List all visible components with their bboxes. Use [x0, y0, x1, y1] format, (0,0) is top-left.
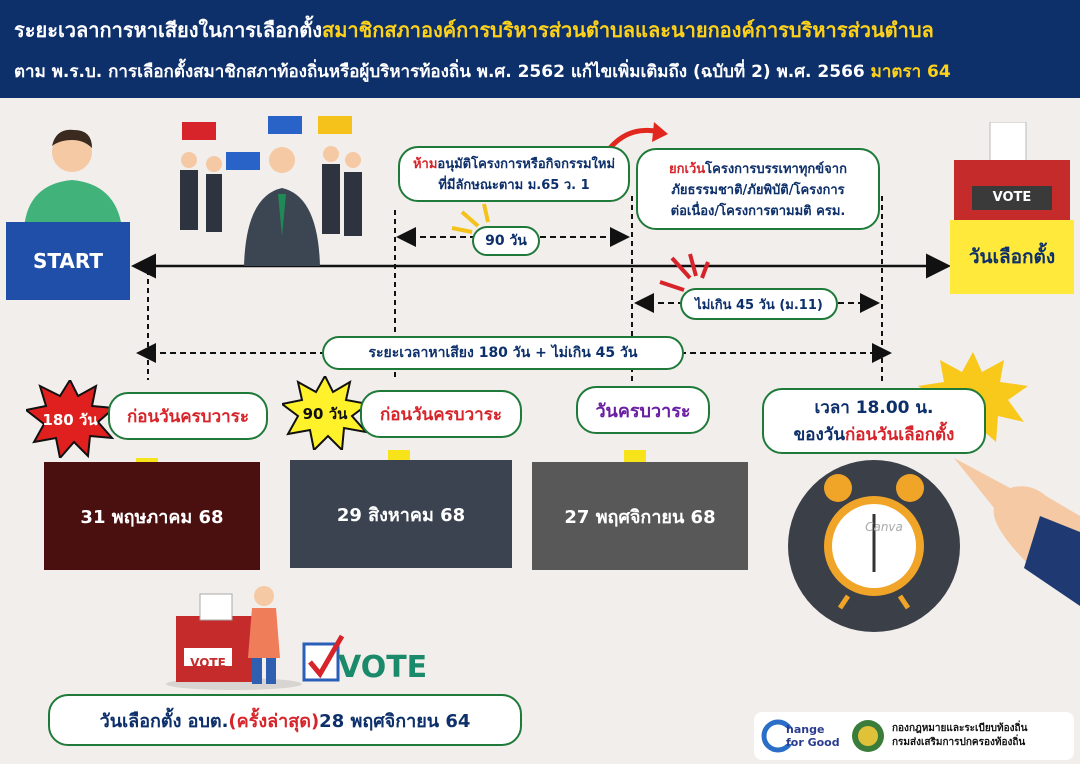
footer-ballot-label: VOTE — [190, 656, 226, 670]
department-seal-icon — [852, 720, 884, 752]
title-highlight: สมาชิกสภาองค์การบริหารส่วนตำบลและนายกองค… — [322, 18, 934, 42]
change-for-good-logo-icon — [761, 719, 796, 753]
logo1-line2: for Good — [786, 736, 840, 749]
election-day-box: วันเลือกตั้ง — [950, 220, 1074, 294]
title-prefix: ระยะเวลาการหาเสียงในการเลือกตั้ง — [14, 18, 323, 42]
deadline-line2: ของวันก่อนวันเลือกตั้ง — [794, 421, 955, 448]
clock-caption: Canva — [865, 520, 903, 534]
except-text: โครงการบรรเทาทุกข์จาก — [705, 161, 847, 177]
milestone-date-2: 29 สิงหาคม 68 — [290, 460, 512, 568]
prohibit-line1: ห้ามอนุมัติโครงการหรือกิจกรรมใหม่ — [413, 153, 615, 174]
campaign-period-label: ระยะเวลาหาเสียง 180 วัน + ไม่เกิน 45 วัน — [322, 336, 684, 370]
subtitle-highlight: มาตรา 64 — [870, 62, 951, 82]
subtitle-prefix: ตาม พ.ร.บ. การเลือกตั้งสมาชิกสภาท้องถิ่น… — [14, 62, 865, 82]
change-for-good-text: hange for Good — [786, 723, 846, 749]
milestone-90-text: ก่อนวันครบวาระ — [380, 404, 502, 425]
starburst-90 — [282, 376, 368, 450]
voter-illustration — [166, 586, 302, 690]
ballot-box-icon — [954, 122, 1070, 222]
term-end-text: วันครบวาระ — [595, 400, 691, 422]
exception-note: ยกเว้นโครงการบรรเทาทุกข์จาก ภัยธรรมชาติ/… — [636, 148, 880, 230]
deadline-highlight: ก่อนวันเลือกตั้ง — [844, 425, 955, 445]
footer-logos: hange for Good กองกฎหมายและระเบียบท้องถิ… — [754, 712, 1074, 760]
prohibit-line2: ที่มีลักษณะตาม ม.65 ว. 1 — [438, 178, 590, 193]
milestone-180-badge: 180 วัน — [42, 411, 98, 429]
vote-text: VOTE — [338, 650, 428, 685]
last-election-date: 28 พฤศจิกายน 64 — [319, 710, 471, 732]
not-over-45-label: ไม่เกิน 45 วัน (ม.11) — [680, 288, 838, 320]
last-election-prefix: วันเลือกตั้ง อบต. — [99, 710, 229, 732]
milestone-date-1: 31 พฤษภาคม 68 — [44, 462, 260, 570]
person-illustration — [24, 129, 122, 228]
vote-check-icon — [302, 634, 345, 682]
prohibit-note: ห้ามอนุมัติโครงการหรือกิจกรรมใหม่ ที่มีล… — [398, 146, 630, 202]
except-line2: ภัยธรรมชาติ/ภัยพิบัติ/โครงการ — [671, 182, 845, 198]
deadline-prefix: ของวัน — [793, 425, 845, 445]
crowd-illustration — [180, 116, 362, 266]
alarm-clock-icon — [788, 460, 960, 632]
milestone-90-label: ก่อนวันครบวาระ — [360, 390, 522, 438]
logo2-line2: กรมส่งเสริมการปกครองท้องถิ่น — [892, 737, 1026, 748]
prohibit-text: อนุมัติโครงการหรือกิจกรรมใหม่ — [437, 157, 616, 172]
term-end-label: วันครบวาระ — [576, 386, 710, 434]
start-box: START — [6, 222, 130, 300]
last-election-highlight: (ครั้งล่าสุด) — [228, 710, 320, 732]
milestone-90-badge: 90 วัน — [302, 405, 348, 423]
except-line1: ยกเว้นโครงการบรรเทาทุกข์จาก — [669, 158, 847, 179]
milestone-180-label: ก่อนวันครบวาระ — [108, 392, 268, 440]
except-keyword: ยกเว้น — [669, 161, 706, 177]
milestone-180-text: ก่อนวันครบวาระ — [127, 406, 249, 427]
last-election-note: วันเลือกตั้ง อบต. (ครั้งล่าสุด) 28 พฤศจิ… — [48, 694, 522, 746]
days-90-label: 90 วัน — [472, 226, 540, 256]
header-banner: ระยะเวลาการหาเสียงในการเลือกตั้งสมาชิกสภ… — [0, 0, 1080, 98]
except-line3: ต่อเนื่อง/โครงการตามมติ ครม. — [670, 203, 846, 219]
prohibit-keyword: ห้าม — [412, 157, 438, 172]
logo1-line1: hange — [786, 723, 825, 736]
starburst-180 — [26, 380, 114, 458]
logo2-line1: กองกฎหมายและระเบียบท้องถิ่น — [892, 723, 1028, 734]
deadline-line1: เวลา 18.00 น. — [814, 398, 934, 418]
pointing-hand-icon — [954, 458, 1080, 606]
milestone-date-3: 27 พฤศจิกายน 68 — [532, 462, 748, 570]
deadline-note: เวลา 18.00 น. ของวันก่อนวันเลือกตั้ง — [762, 388, 986, 454]
page-title: ระยะเวลาการหาเสียงในการเลือกตั้งสมาชิกสภ… — [14, 14, 934, 46]
department-text: กองกฎหมายและระเบียบท้องถิ่น กรมส่งเสริมก… — [892, 722, 1027, 750]
ballot-box-label: VOTE — [992, 190, 1032, 205]
page-subtitle: ตาม พ.ร.บ. การเลือกตั้งสมาชิกสภาท้องถิ่น… — [14, 58, 951, 85]
